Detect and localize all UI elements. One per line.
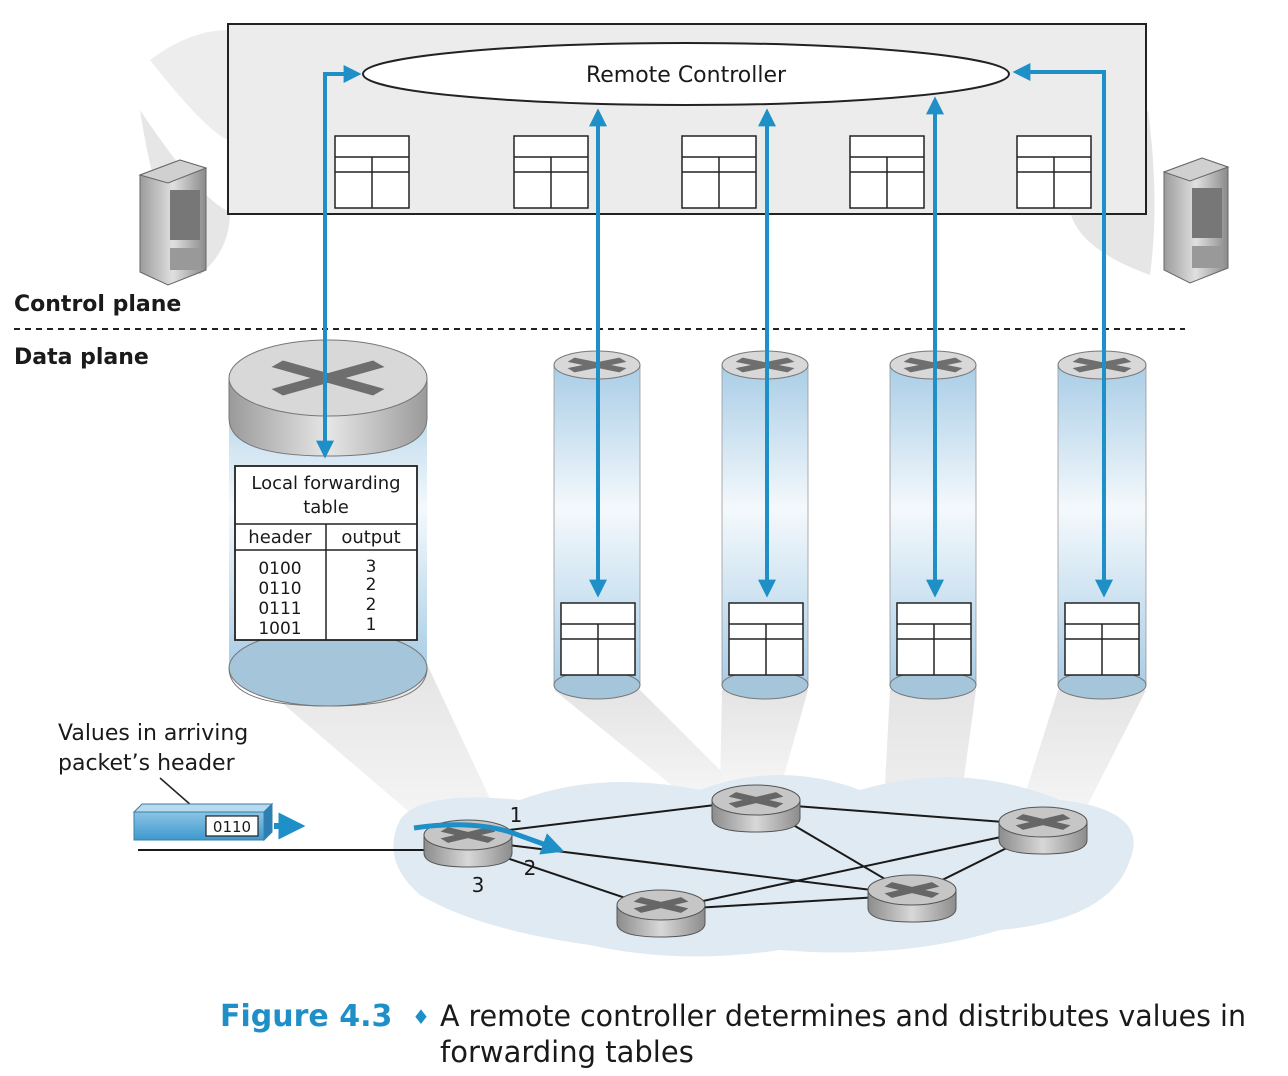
controller-table-4 (849, 135, 925, 209)
packet-header-value: 0110 (213, 818, 251, 836)
controller-table-1 (334, 135, 410, 209)
table-row-output: 2 (366, 575, 377, 595)
arrow-router-1 (316, 65, 362, 459)
table-col-header: header (248, 527, 312, 548)
router-2-icon (711, 784, 801, 833)
link-r3-r4 (660, 827, 1044, 911)
table-title-line1: Local forwarding (251, 473, 400, 494)
port-2-label: 2 (524, 856, 537, 880)
remote-controller-ellipse (362, 42, 1010, 106)
figure-number: Figure 4.3 (220, 999, 392, 1034)
table-col-output: output (341, 527, 400, 548)
caption-text-line2: forwarding tables (440, 1035, 694, 1069)
caption-text-line1: A remote controller determines and distr… (440, 999, 1246, 1033)
remote-controller-label: Remote Controller (586, 63, 787, 88)
link-r2-r4 (755, 802, 1044, 826)
tube-table-5 (1064, 602, 1140, 676)
link-r1-r2 (467, 799, 757, 836)
table-row-header: 0100 (258, 559, 301, 579)
table-row-header: 1001 (258, 619, 301, 639)
beam-2 (554, 690, 740, 800)
table-row-output: 2 (366, 595, 377, 615)
table-row-header: 0111 (258, 599, 301, 619)
tube-table-4 (896, 602, 972, 676)
caption-separator: ♦ (412, 1005, 430, 1029)
left-projection-top (150, 30, 228, 140)
controller-table-2 (513, 135, 589, 209)
tube-table-2 (560, 602, 636, 676)
beam-5 (1020, 690, 1146, 820)
router-3-icon (616, 889, 706, 938)
controller-table-3 (681, 135, 757, 209)
packet-caption-line1: Values in arriving (58, 721, 248, 746)
table-row-header: 0110 (258, 579, 301, 599)
server-left-icon (138, 159, 208, 286)
tube-table-3 (728, 602, 804, 676)
control-plane-label: Control plane (14, 292, 181, 317)
controller-table-5 (1016, 135, 1092, 209)
forwarding-path-arrow (413, 822, 565, 855)
beam-3 (720, 690, 808, 790)
local-forwarding-table: Local forwarding table header output 010… (234, 465, 418, 641)
table-title-line2: table (303, 497, 349, 518)
control-arrows (316, 63, 1113, 598)
packet-caption-leader (159, 777, 193, 807)
router-5-icon (867, 874, 957, 923)
port-3-label: 3 (472, 873, 485, 897)
data-plane-label: Data plane (14, 345, 149, 370)
router-4-icon (998, 806, 1088, 855)
table-row-output: 3 (366, 557, 377, 577)
packet-caption-line2: packet’s header (58, 751, 236, 776)
server-right-icon (1162, 157, 1230, 284)
table-row-output: 1 (366, 615, 377, 635)
packet-icon (132, 802, 274, 842)
arrow-router-5 (1012, 63, 1113, 598)
port-1-label: 1 (510, 803, 523, 827)
